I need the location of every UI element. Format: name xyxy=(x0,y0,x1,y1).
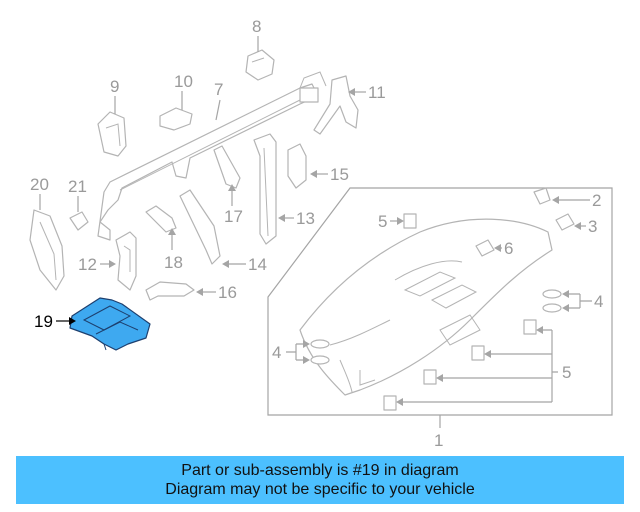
clip-5-upper-part xyxy=(403,213,417,229)
highlighted-part-19[interactable] xyxy=(69,297,151,351)
callout-10: 10 xyxy=(174,72,193,91)
callout-17: 17 xyxy=(224,207,243,226)
callout-14: 14 xyxy=(248,255,267,274)
callout-13: 13 xyxy=(296,209,315,228)
callout-11: 11 xyxy=(368,83,386,102)
bracket-10-part xyxy=(159,107,193,131)
clip-3-part xyxy=(555,213,575,231)
bracket-11-part xyxy=(313,75,359,135)
callout-9: 9 xyxy=(110,77,119,96)
callout-21: 21 xyxy=(68,177,87,196)
info-banner: Part or sub-assembly is #19 in diagram D… xyxy=(16,456,624,504)
bracket-17-part xyxy=(213,145,241,189)
callout-18: 18 xyxy=(164,253,183,272)
bracket-16-part xyxy=(145,281,195,301)
washer-4-right-part xyxy=(542,289,562,313)
banner-line-1: Part or sub-assembly is #19 in diagram xyxy=(181,462,459,479)
side-panel-20-part xyxy=(29,209,65,291)
callout-15: 15 xyxy=(330,165,349,184)
callout-5-upper: 5 xyxy=(378,212,387,231)
dashboard-part xyxy=(299,218,553,396)
bracket-8-part xyxy=(245,49,275,81)
clip-5-lower-group xyxy=(383,319,537,411)
clip-6-part xyxy=(475,239,495,257)
bracket-18-part xyxy=(145,205,177,233)
callout-16: 16 xyxy=(218,283,237,302)
callout-19: 19 xyxy=(34,312,53,331)
callout-2: 2 xyxy=(592,191,601,210)
callout-1: 1 xyxy=(434,431,443,450)
pillar-13-part xyxy=(253,133,277,245)
callout-8: 8 xyxy=(252,17,261,36)
parts-diagram: 1 7 8 9 10 11 xyxy=(29,17,613,450)
bracket-15-part xyxy=(287,143,307,189)
callout-20: 20 xyxy=(30,175,49,194)
bracket-9-part xyxy=(97,111,127,157)
banner-line-2: Diagram may not be specific to your vehi… xyxy=(165,481,475,498)
washer-4-left-part xyxy=(310,339,330,365)
callout-12: 12 xyxy=(78,255,97,274)
bracket-14-part xyxy=(179,189,221,265)
clip-21-part xyxy=(69,211,89,231)
assembly-box xyxy=(267,187,613,416)
bracket-12-part xyxy=(115,231,137,291)
callout-4-right: 4 xyxy=(594,292,603,311)
callout-5-lower: 5 xyxy=(562,363,571,382)
callout-7: 7 xyxy=(214,80,223,99)
cross-beam-part xyxy=(97,71,327,241)
callout-3: 3 xyxy=(588,217,597,236)
callout-6: 6 xyxy=(504,239,513,258)
clip-2-part xyxy=(533,187,551,205)
callout-4-left: 4 xyxy=(272,343,281,362)
